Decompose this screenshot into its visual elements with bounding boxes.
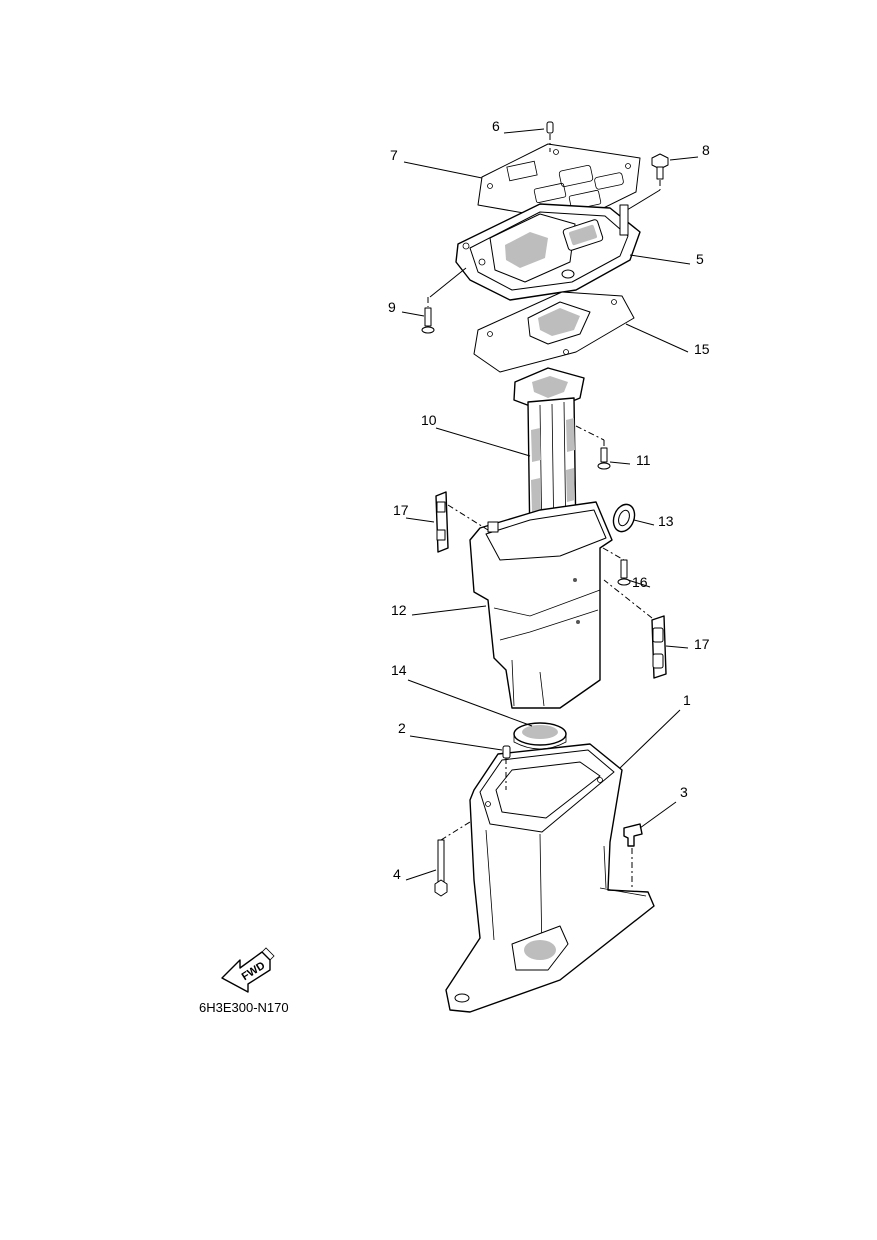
seal-13 — [612, 503, 636, 533]
bolt-11 — [575, 425, 611, 470]
upper-case-12 — [469, 501, 613, 709]
dowel-pin-6 — [546, 121, 554, 152]
callout-4: 4 — [393, 866, 401, 882]
damper-17-right — [603, 579, 667, 679]
leader-lines — [401, 128, 699, 881]
callout-numbers: 6 7 8 5 9 15 10 11 17 13 16 12 17 14 1 2… — [388, 118, 710, 882]
exhaust-guide-5 — [429, 203, 641, 301]
callout-16: 16 — [632, 574, 648, 590]
callout-8: 8 — [702, 142, 710, 158]
callout-7: 7 — [390, 147, 398, 163]
callout-15: 15 — [694, 341, 710, 357]
callout-10: 10 — [421, 412, 437, 428]
callout-5: 5 — [696, 251, 704, 267]
callout-12: 12 — [391, 602, 407, 618]
callout-17-right: 17 — [694, 636, 710, 652]
bolt-16 — [602, 547, 631, 586]
callout-2: 2 — [398, 720, 406, 736]
dowel-pin-2 — [502, 745, 511, 790]
figure-code: 6H3E300-N170 — [199, 1000, 289, 1015]
callout-14: 14 — [391, 662, 407, 678]
bolt-9 — [421, 297, 435, 334]
lower-case-1 — [445, 743, 655, 1013]
upper-gasket — [477, 143, 641, 223]
callout-13: 13 — [658, 513, 674, 529]
bolt-8 — [626, 153, 669, 211]
grommet-14 — [513, 722, 567, 750]
callout-3: 3 — [680, 784, 688, 800]
callout-6: 6 — [492, 118, 500, 134]
callout-9: 9 — [388, 299, 396, 315]
gasket-15 — [473, 291, 635, 373]
damper-17-left — [435, 491, 489, 553]
fwd-arrow-icon: FWD — [221, 947, 275, 993]
callout-11: 11 — [636, 452, 651, 468]
clip-3 — [623, 823, 643, 890]
callout-17-left: 17 — [393, 502, 409, 518]
bolt-4 — [434, 821, 471, 897]
callout-1: 1 — [683, 692, 691, 708]
